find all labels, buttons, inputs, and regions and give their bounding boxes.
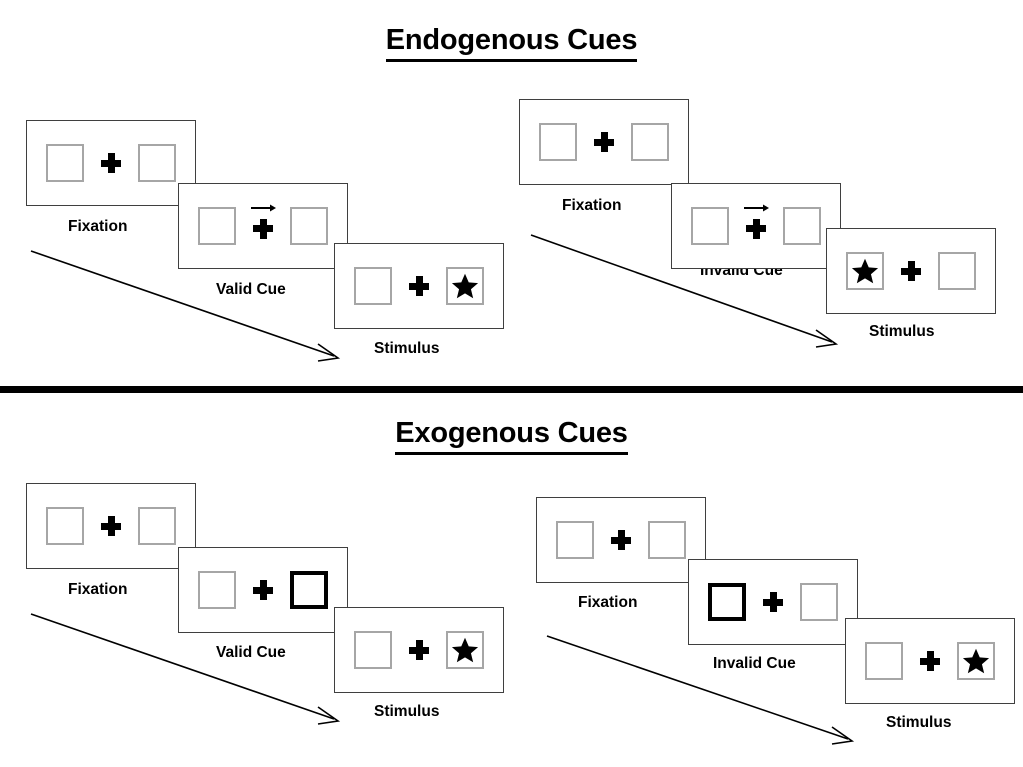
frame-endogenous-valid-stimulus[interactable] [334,243,504,329]
star-icon [451,637,479,663]
target-box-left [46,507,84,545]
section-title-endogenous-text: Endogenous Cues [385,24,637,62]
label-exogenous-invalid-fixation: Fixation [578,594,638,611]
diagonal-arrow-icon [30,613,341,725]
arrow-right-icon [744,204,769,211]
target-box-right [957,642,995,680]
display-endogenous-valid-fixation [27,144,195,182]
label-exogenous-valid-stimulus: Stimulus [374,703,440,720]
diagonal-arrow-icon [30,250,341,362]
section-title-exogenous: Exogenous Cues [0,417,1023,455]
frame-endogenous-valid-fixation[interactable] [26,120,196,206]
target-box-right [783,207,821,245]
target-box-left [691,207,729,245]
display-exogenous-invalid-fixation [537,521,705,559]
display-exogenous-valid-fixation [27,507,195,545]
star-icon [962,648,990,674]
target-box-left [198,207,236,245]
frame-exogenous-valid-stimulus[interactable] [334,607,504,693]
label-exogenous-invalid-cue: Invalid Cue [713,655,796,672]
label-endogenous-valid-stimulus: Stimulus [374,340,440,357]
label-endogenous-valid-fixation: Fixation [68,218,128,235]
frame-exogenous-invalid-fixation[interactable] [536,497,706,583]
plus-icon [409,276,429,296]
target-box-right [138,144,176,182]
target-box-right [138,507,176,545]
plus-icon [251,204,276,239]
plus-icon [763,592,783,612]
display-endogenous-invalid-cue [672,204,840,245]
target-box-left [846,252,884,290]
display-endogenous-invalid-stimulus [827,252,995,290]
target-box-right [290,207,328,245]
frame-exogenous-invalid-cue[interactable] [688,559,858,645]
plus-icon [101,516,121,536]
target-box-right [446,267,484,305]
target-box-right [631,123,669,161]
display-endogenous-invalid-fixation [520,123,688,161]
plus-icon [744,204,769,239]
frame-endogenous-valid-cue[interactable] [178,183,348,269]
display-exogenous-valid-stimulus [335,631,503,669]
star-icon [851,258,879,284]
target-box-left [46,144,84,182]
plus-icon [101,153,121,173]
arrow-right-icon [251,204,276,211]
frame-endogenous-invalid-fixation[interactable] [519,99,689,185]
target-box-left-cued [708,583,746,621]
target-box-right [446,631,484,669]
target-box-left [354,267,392,305]
label-exogenous-valid-fixation: Fixation [68,581,128,598]
label-endogenous-invalid-fixation: Fixation [562,197,622,214]
target-box-left [198,571,236,609]
diagonal-arrow-icon [546,635,855,745]
label-endogenous-invalid-stimulus: Stimulus [869,323,935,340]
display-exogenous-invalid-cue [689,583,857,621]
frame-endogenous-invalid-stimulus[interactable] [826,228,996,314]
section-title-endogenous: Endogenous Cues [0,24,1023,62]
display-endogenous-valid-stimulus [335,267,503,305]
section-divider [0,386,1023,393]
display-exogenous-valid-cue [179,571,347,609]
diagonal-arrow-icon [530,234,839,348]
frame-endogenous-invalid-cue[interactable] [671,183,841,269]
section-title-exogenous-text: Exogenous Cues [395,417,628,455]
target-box-left [865,642,903,680]
frame-exogenous-valid-fixation[interactable] [26,483,196,569]
label-endogenous-valid-cue: Valid Cue [216,281,286,298]
frame-exogenous-invalid-stimulus[interactable] [845,618,1015,704]
plus-icon [901,261,921,281]
plus-icon [920,651,940,671]
display-endogenous-valid-cue [179,204,347,245]
plus-icon [611,530,631,550]
target-box-right [938,252,976,290]
target-box-left [539,123,577,161]
target-box-right [648,521,686,559]
target-box-left [556,521,594,559]
target-box-right-cued [290,571,328,609]
plus-icon [594,132,614,152]
target-box-left [354,631,392,669]
plus-icon [253,580,273,600]
label-exogenous-invalid-stimulus: Stimulus [886,714,952,731]
plus-icon [409,640,429,660]
star-icon [451,273,479,299]
display-exogenous-invalid-stimulus [846,642,1014,680]
label-exogenous-valid-cue: Valid Cue [216,644,286,661]
frame-exogenous-valid-cue[interactable] [178,547,348,633]
target-box-right [800,583,838,621]
